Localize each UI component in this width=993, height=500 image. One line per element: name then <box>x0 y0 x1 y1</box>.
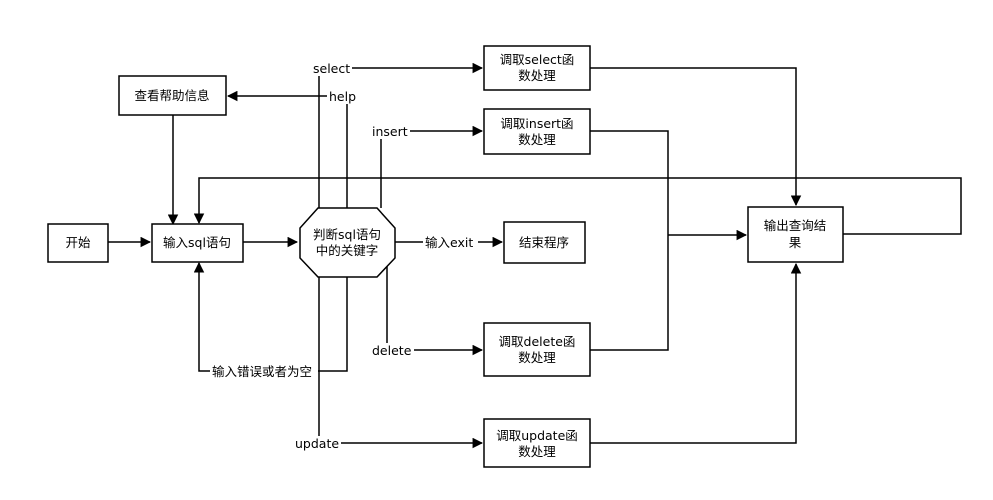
svg-text:update: update <box>295 436 339 451</box>
edge-label-exit: 输入exit <box>423 235 478 250</box>
svg-text:判断sql语句: 判断sql语句 <box>313 227 381 242</box>
svg-text:输入错误或者为空: 输入错误或者为空 <box>212 364 312 379</box>
edge-label-update: update <box>293 436 341 451</box>
svg-text:delete: delete <box>372 343 412 358</box>
edge-label-delete: delete <box>370 343 414 358</box>
node-call-select: 调取select函 数处理 <box>483 45 591 91</box>
node-help-info: 查看帮助信息 <box>118 75 227 116</box>
edge-help <box>226 90 348 208</box>
svg-text:数处理: 数处理 <box>518 132 556 147</box>
svg-text:select: select <box>313 61 350 76</box>
svg-text:查看帮助信息: 查看帮助信息 <box>134 88 209 103</box>
svg-text:调取select函: 调取select函 <box>500 52 575 67</box>
svg-text:调取delete函: 调取delete函 <box>499 334 576 349</box>
node-call-insert: 调取insert函 数处理 <box>483 108 591 155</box>
svg-text:输入exit: 输入exit <box>425 235 473 250</box>
edge-label-insert: insert <box>370 124 410 139</box>
svg-text:输出查询结: 输出查询结 <box>764 218 827 233</box>
edge-label-help: help <box>327 89 357 104</box>
svg-text:开始: 开始 <box>65 235 91 250</box>
edge-error <box>193 261 348 372</box>
svg-text:调取insert函: 调取insert函 <box>500 116 573 131</box>
edge-select-to-output <box>590 67 802 207</box>
svg-text:数处理: 数处理 <box>518 444 556 459</box>
svg-text:数处理: 数处理 <box>518 68 556 83</box>
node-end-program: 结束程序 <box>503 221 586 264</box>
svg-text:help: help <box>329 89 356 104</box>
edge-delete-to-output <box>590 235 669 351</box>
edge-insert-to-output <box>590 130 669 235</box>
node-call-delete: 调取delete函 数处理 <box>483 322 591 377</box>
edge-label-error: 输入错误或者为空 <box>210 364 318 379</box>
node-call-update: 调取update函 数处理 <box>483 418 591 468</box>
edge-update-to-output <box>590 262 802 444</box>
svg-text:结束程序: 结束程序 <box>519 235 569 250</box>
svg-text:insert: insert <box>372 124 408 139</box>
node-start: 开始 <box>47 223 109 263</box>
svg-text:中的关键字: 中的关键字 <box>316 243 379 258</box>
svg-text:输入sql语句: 输入sql语句 <box>163 235 231 250</box>
edge-delete <box>386 266 484 356</box>
node-judge-keyword: 判断sql语句 中的关键字 <box>299 207 396 278</box>
edge-insert <box>380 125 484 208</box>
node-output-result: 输出查询结 果 <box>747 206 844 263</box>
svg-text:果: 果 <box>789 235 802 250</box>
svg-text:调取update函: 调取update函 <box>496 428 578 443</box>
edge-label-select: select <box>310 61 352 76</box>
svg-text:数处理: 数处理 <box>518 350 556 365</box>
edge-update <box>318 277 484 449</box>
node-input-sql: 输入sql语句 <box>151 223 244 263</box>
edge-output-loop <box>193 177 962 235</box>
